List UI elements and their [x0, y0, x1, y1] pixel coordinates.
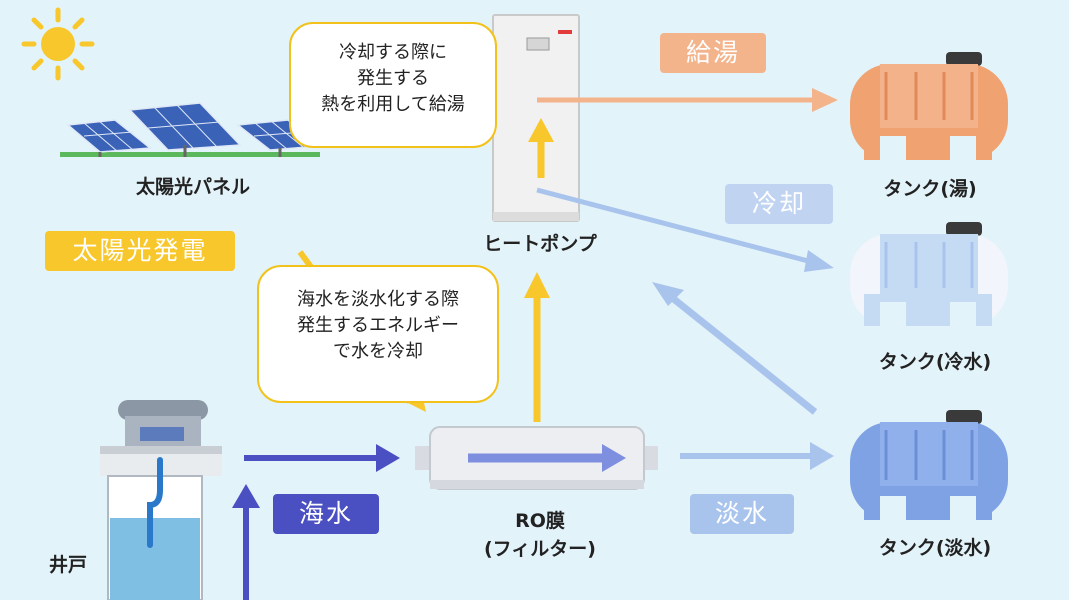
- label-heat-pump: ヒートポンプ: [483, 233, 597, 255]
- arrow-to-cold-tank: [536, 187, 834, 272]
- tag-seawater: 海水: [273, 494, 379, 534]
- label-solar-panel: 太陽光パネル: [135, 176, 250, 198]
- well-icon: [100, 400, 222, 600]
- arrow-yellow-heat-pump: [528, 118, 554, 178]
- info-bubble-middle: 海水を淡水化する際 発生するエネルギー で水を冷却: [257, 265, 499, 403]
- bubble-top-line-1: 冷却する際に: [339, 42, 447, 63]
- cold-water-tank-icon: [850, 222, 1008, 326]
- tag-solar-power: 太陽光発電: [45, 231, 235, 271]
- label-tank-cold: タンク(冷水): [878, 351, 992, 373]
- arrow-inside-ro: [468, 444, 626, 472]
- bubble-middle-line-3: で水を冷却: [333, 341, 423, 362]
- bubble-middle-line-1: 海水を淡水化する際: [297, 289, 459, 310]
- fresh-water-tank-icon: [850, 410, 1008, 520]
- arrow-well-to-ro: [244, 444, 400, 472]
- label-ro-filter: (フィルター): [484, 538, 596, 560]
- arrow-fresh-to-heat-pump: [652, 282, 818, 415]
- label-tank-hot: タンク(湯): [883, 178, 977, 200]
- label-ro-membrane: RO膜: [515, 510, 565, 532]
- bubble-top-line-2: 発生する: [357, 68, 429, 89]
- solar-panel-icon: [60, 102, 322, 157]
- bubble-middle-line-2: 発生するエネルギー: [297, 315, 459, 336]
- tag-cooling: 冷却: [725, 184, 833, 224]
- info-bubble-top: 冷却する際に 発生する 熱を利用して給湯: [289, 22, 497, 148]
- bubble-top-line-3: 熱を利用して給湯: [321, 94, 465, 115]
- hot-water-tank-icon: [850, 52, 1008, 160]
- label-well: 井戸: [48, 554, 87, 576]
- tag-hot-water-supply: 給湯: [660, 33, 766, 73]
- sun-icon: [21, 7, 95, 81]
- label-tank-fresh: タンク(淡水): [878, 537, 992, 559]
- arrow-ro-to-fresh-tank: [680, 442, 834, 470]
- arrow-seawater-up: [232, 484, 260, 600]
- tag-freshwater: 淡水: [690, 494, 794, 534]
- heat-pump-icon: [492, 14, 580, 222]
- arrow-to-hot-tank: [537, 88, 838, 112]
- arrow-yellow-ro-to-heat-pump: [524, 272, 550, 422]
